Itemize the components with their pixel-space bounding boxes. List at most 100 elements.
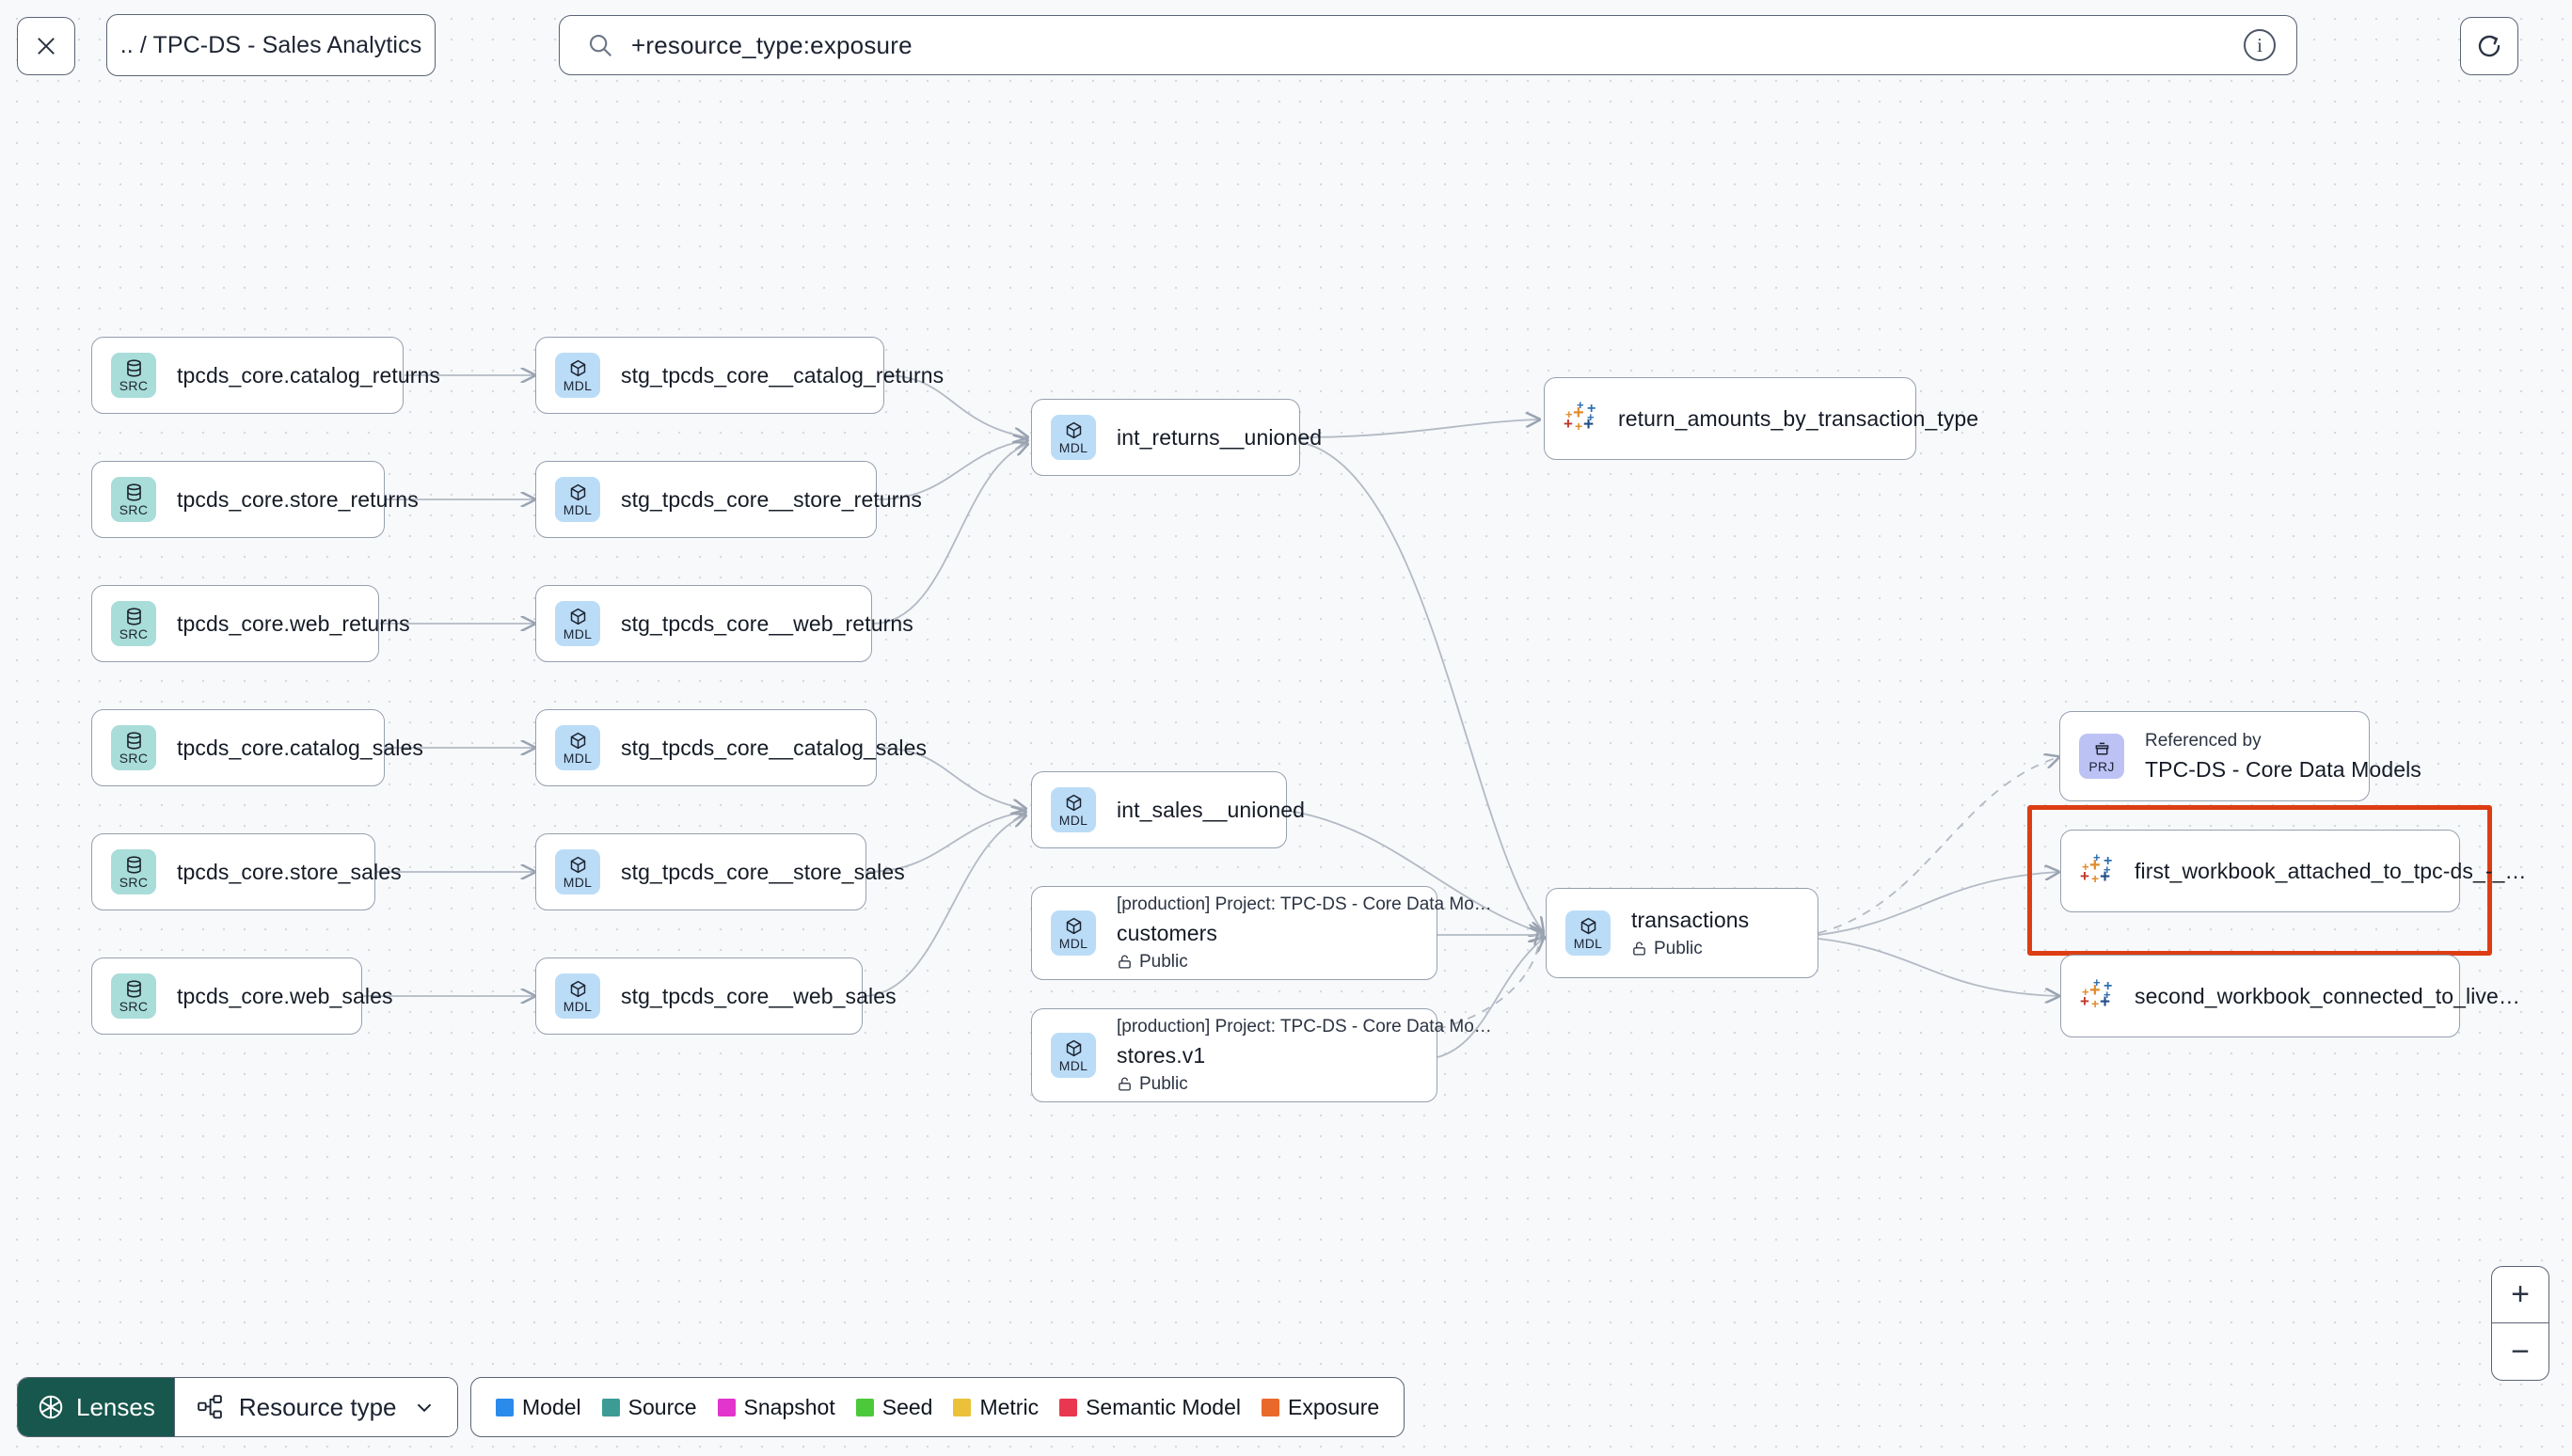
legend-swatch xyxy=(601,1398,620,1416)
node-source-web-returns[interactable]: SRC tpcds_core.web_returns xyxy=(91,585,410,662)
legend-item-exposure: Exposure xyxy=(1262,1395,1379,1420)
legend-label: Exposure xyxy=(1288,1394,1380,1419)
tableau-icon: + + + + + + + + xyxy=(2080,850,2113,887)
zoom-controls: + − xyxy=(2491,1266,2549,1381)
bottom-toolbar: Lenses Resource type Model Source Snapsh… xyxy=(0,1343,2572,1456)
node-model-stg-store-sales[interactable]: MDL stg_tpcds_core__store_sales xyxy=(535,833,905,910)
privacy-text: Public xyxy=(1654,938,1703,958)
tableau-icon: + + + + + + + + xyxy=(2080,975,2113,1012)
badge-text: MDL xyxy=(563,378,593,393)
resource-type-dropdown[interactable]: Resource type xyxy=(173,1378,457,1436)
badge-text: SRC xyxy=(119,875,149,890)
node-label: stg_tpcds_core__store_sales xyxy=(621,859,905,884)
node-project-referenced-by[interactable]: PRJ Referenced by TPC-DS - Core Data Mod… xyxy=(2059,711,2421,801)
node-exposure-return-amounts[interactable]: + + + + + + + + return_amounts_by_transa… xyxy=(1544,377,1978,460)
legend-item-semantic-model: Semantic Model xyxy=(1059,1395,1241,1420)
legend-swatch xyxy=(496,1398,514,1416)
node-model-stg-web-returns[interactable]: MDL stg_tpcds_core__web_returns xyxy=(535,585,913,662)
badge-text: MDL xyxy=(563,875,593,890)
node-exposure-first-workbook[interactable]: + + + + + + + + first_workbook_attached_… xyxy=(2060,830,2527,912)
node-label: customers xyxy=(1117,920,1217,945)
node-model-stg-web-sales[interactable]: MDL stg_tpcds_core__web_sales xyxy=(535,957,897,1035)
breadcrumb-label: .. / TPC-DS - Sales Analytics xyxy=(119,31,422,58)
node-label: stg_tpcds_core__store_returns xyxy=(621,486,922,512)
legend-label: Source xyxy=(627,1394,697,1419)
search-icon xyxy=(589,34,612,57)
node-privacy: Public xyxy=(1117,1074,1492,1095)
refresh-button[interactable] xyxy=(2460,17,2518,75)
hierarchy-icon xyxy=(198,1395,222,1419)
node-model-stg-store-returns[interactable]: MDL stg_tpcds_core__store_returns xyxy=(535,461,922,538)
legend-swatch xyxy=(1262,1398,1279,1416)
badge-text: SRC xyxy=(119,502,149,517)
node-model-int-sales-unioned[interactable]: MDL int_sales__unioned xyxy=(1031,771,1305,848)
lenses-button[interactable]: Lenses xyxy=(18,1378,174,1436)
legend-swatch xyxy=(1059,1398,1078,1416)
legend-label: Snapshot xyxy=(743,1394,835,1419)
info-glyph: i xyxy=(2257,33,2262,56)
legend-label: Model xyxy=(522,1394,581,1419)
badge-text: MDL xyxy=(1058,813,1088,828)
node-label: tpcds_core.catalog_returns xyxy=(177,362,441,388)
node-model-stg-catalog-sales[interactable]: MDL stg_tpcds_core__catalog_sales xyxy=(535,709,927,786)
highlight-rectangle xyxy=(2027,805,2492,956)
legend-swatch xyxy=(855,1398,874,1416)
zoom-in-button[interactable]: + xyxy=(2492,1267,2548,1323)
badge-text: SRC xyxy=(119,626,149,641)
search-value: +resource_type:exposure xyxy=(631,30,913,59)
mdl-badge-icon: MDL xyxy=(1051,787,1096,832)
badge-text: MDL xyxy=(1058,1058,1088,1073)
node-project-label: [production] Project: TPC-DS - Core Data… xyxy=(1117,1016,1492,1037)
node-label: tpcds_core.store_returns xyxy=(177,486,419,512)
badge-text: MDL xyxy=(1058,936,1088,951)
prj-badge-icon: PRJ xyxy=(2079,734,2124,779)
mdl-badge-icon: MDL xyxy=(555,973,600,1019)
node-label: tpcds_core.web_returns xyxy=(177,610,410,636)
lens-aperture-icon xyxy=(39,1395,63,1419)
close-button[interactable] xyxy=(17,17,75,75)
node-source-web-sales[interactable]: SRC tpcds_core.web_sales xyxy=(91,957,392,1035)
mdl-badge-icon: MDL xyxy=(555,849,600,894)
node-label: tpcds_core.web_sales xyxy=(177,983,393,1008)
unlock-icon xyxy=(1119,955,1131,969)
legend-item-model: Model xyxy=(496,1395,581,1420)
badge-text: MDL xyxy=(563,999,593,1014)
lenses-label: Lenses xyxy=(76,1392,155,1421)
node-label: stg_tpcds_core__web_returns xyxy=(621,610,913,636)
node-source-store-sales[interactable]: SRC tpcds_core.store_sales xyxy=(91,833,402,910)
breadcrumb[interactable]: .. / TPC-DS - Sales Analytics xyxy=(106,14,436,76)
node-model-transactions[interactable]: MDL transactions Public xyxy=(1546,888,1818,978)
badge-text: MDL xyxy=(1058,440,1088,455)
node-source-catalog-returns[interactable]: SRC tpcds_core.catalog_returns xyxy=(91,337,440,414)
node-source-store-returns[interactable]: SRC tpcds_core.store_returns xyxy=(91,461,419,538)
node-label: int_returns__unioned xyxy=(1117,424,1323,450)
badge-text: SRC xyxy=(119,999,149,1014)
node-exposure-second-workbook[interactable]: + + + + + + + + second_workbook_connecte… xyxy=(2060,955,2520,1037)
node-source-catalog-sales[interactable]: SRC tpcds_core.catalog_sales xyxy=(91,709,423,786)
badge-text: PRJ xyxy=(2088,759,2115,774)
badge-text: MDL xyxy=(563,626,593,641)
close-icon xyxy=(38,38,55,55)
node-label: stg_tpcds_core__web_sales xyxy=(621,983,897,1008)
mdl-badge-icon: MDL xyxy=(1565,910,1611,956)
lens-control-group: Lenses Resource type xyxy=(17,1377,458,1437)
zoom-out-button[interactable]: − xyxy=(2511,1333,2530,1369)
legend-label: Metric xyxy=(979,1394,1040,1419)
node-label: int_sales__unioned xyxy=(1117,797,1306,822)
node-model-int-returns-unioned[interactable]: MDL int_returns__unioned xyxy=(1031,399,1322,476)
node-label: stores.v1 xyxy=(1117,1042,1206,1068)
refresh-icon xyxy=(2478,35,2501,57)
search-input[interactable]: +resource_type:exposure i xyxy=(559,15,2297,75)
mdl-badge-icon: MDL xyxy=(555,601,600,646)
badge-text: SRC xyxy=(119,378,149,393)
node-label: tpcds_core.store_sales xyxy=(177,859,402,884)
legend-swatch xyxy=(717,1398,736,1416)
node-model-customers[interactable]: MDL [production] Project: TPC-DS - Core … xyxy=(1031,886,1492,980)
node-label: stg_tpcds_core__catalog_sales xyxy=(621,735,928,760)
node-model-stores-v1[interactable]: MDL [production] Project: TPC-DS - Core … xyxy=(1031,1008,1492,1102)
node-model-stg-catalog-returns[interactable]: MDL stg_tpcds_core__catalog_returns xyxy=(535,337,944,414)
resource-type-label: Resource type xyxy=(238,1392,397,1421)
info-icon[interactable]: i xyxy=(2244,29,2276,61)
privacy-text: Public xyxy=(1139,951,1188,972)
